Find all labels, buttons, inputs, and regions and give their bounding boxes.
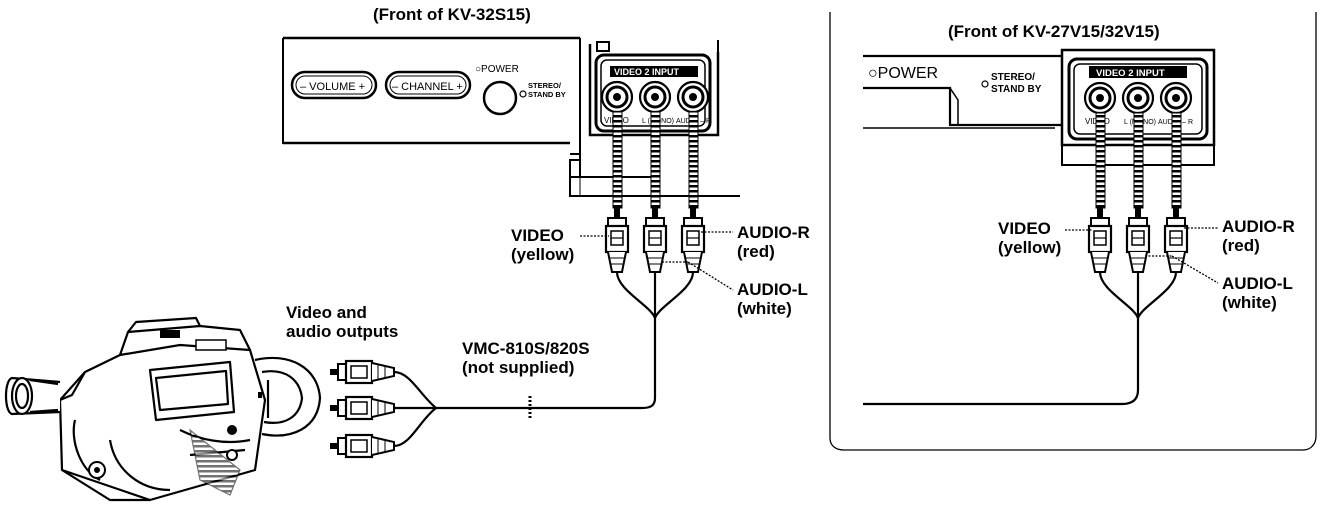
- left-audio-l-label-1: AUDIO-L: [737, 280, 808, 299]
- left-video-label-1: VIDEO: [511, 226, 564, 245]
- left-audio-r-label-1: AUDIO-R: [737, 223, 810, 242]
- right-audio-l-plug[interactable]: [1125, 206, 1151, 274]
- channel-button[interactable]: – CHANNEL +: [384, 70, 472, 100]
- left-power-button[interactable]: [482, 80, 518, 116]
- right-audio-l-jack[interactable]: [1121, 81, 1155, 115]
- right-video-label-1: VIDEO: [998, 219, 1051, 238]
- right-audio-r-label-2: (red): [1222, 236, 1260, 255]
- channel-label: – CHANNEL +: [392, 81, 463, 93]
- left-video-plug[interactable]: [604, 206, 630, 274]
- left-stereo-label-1: STEREO/: [528, 81, 562, 90]
- camcorder-outputs-label-1: Video and: [286, 303, 367, 322]
- left-video-label-2: (yellow): [511, 245, 574, 264]
- right-audio-l-label-1: AUDIO-L: [1222, 274, 1293, 293]
- right-audio-r-label-1: AUDIO-R: [1222, 217, 1295, 236]
- left-audio-r-label-2: (red): [737, 242, 775, 261]
- camcorder-plug-1[interactable]: [328, 359, 396, 385]
- cable-model-label-2: (not supplied): [462, 358, 574, 377]
- volume-label: – VOLUME +: [300, 81, 365, 93]
- camcorder-outputs-label-2: audio outputs: [286, 322, 398, 341]
- volume-button[interactable]: – VOLUME +: [290, 70, 378, 100]
- left-panel-caption: (Front of KV-32S15): [373, 5, 531, 24]
- right-stereo-label-2: STAND BY: [991, 84, 1042, 95]
- left-audio-l-label-2: (white): [737, 299, 792, 318]
- left-power-label: ○POWER: [475, 64, 519, 75]
- tv-front-kv-27v15-32v15: (Front of KV-27V15/32V15) ○POWER STEREO/…: [829, 12, 1317, 451]
- left-standby-led-icon: [519, 90, 527, 98]
- right-standby-led-icon: [981, 80, 989, 88]
- right-audio-r-plug[interactable]: [1163, 206, 1189, 274]
- right-power-label: ○POWER: [868, 65, 938, 82]
- cable-model-label-1: VMC-810S/820S: [462, 339, 590, 358]
- right-panel-caption: (Front of KV-27V15/32V15): [948, 22, 1160, 41]
- left-input-title: VIDEO 2 INPUT: [614, 67, 680, 77]
- left-video-jack[interactable]: [600, 80, 634, 114]
- right-video-plug[interactable]: [1087, 206, 1113, 274]
- right-stereo-label-1: STEREO/: [991, 72, 1035, 83]
- right-video-label-2: (yellow): [998, 238, 1061, 257]
- right-audio-r-jack[interactable]: [1159, 81, 1193, 115]
- right-input-title: VIDEO 2 INPUT: [1096, 68, 1165, 79]
- right-audio-l-label-2: (white): [1222, 293, 1277, 312]
- left-audio-l-jack[interactable]: [638, 80, 672, 114]
- tv-front-kv-32s15: (Front of KV-32S15) – VOLUME + – CHANNEL…: [282, 5, 810, 418]
- right-video-jack[interactable]: [1083, 81, 1117, 115]
- camcorder-plug-2[interactable]: [328, 395, 396, 421]
- left-audio-r-jack[interactable]: [676, 80, 710, 114]
- camcorder-plug-3[interactable]: [328, 433, 396, 459]
- camcorder: Video and audio outputs: [4, 303, 437, 502]
- left-audio-r-plug[interactable]: [680, 206, 706, 274]
- left-stereo-label-2: STAND BY: [528, 90, 566, 99]
